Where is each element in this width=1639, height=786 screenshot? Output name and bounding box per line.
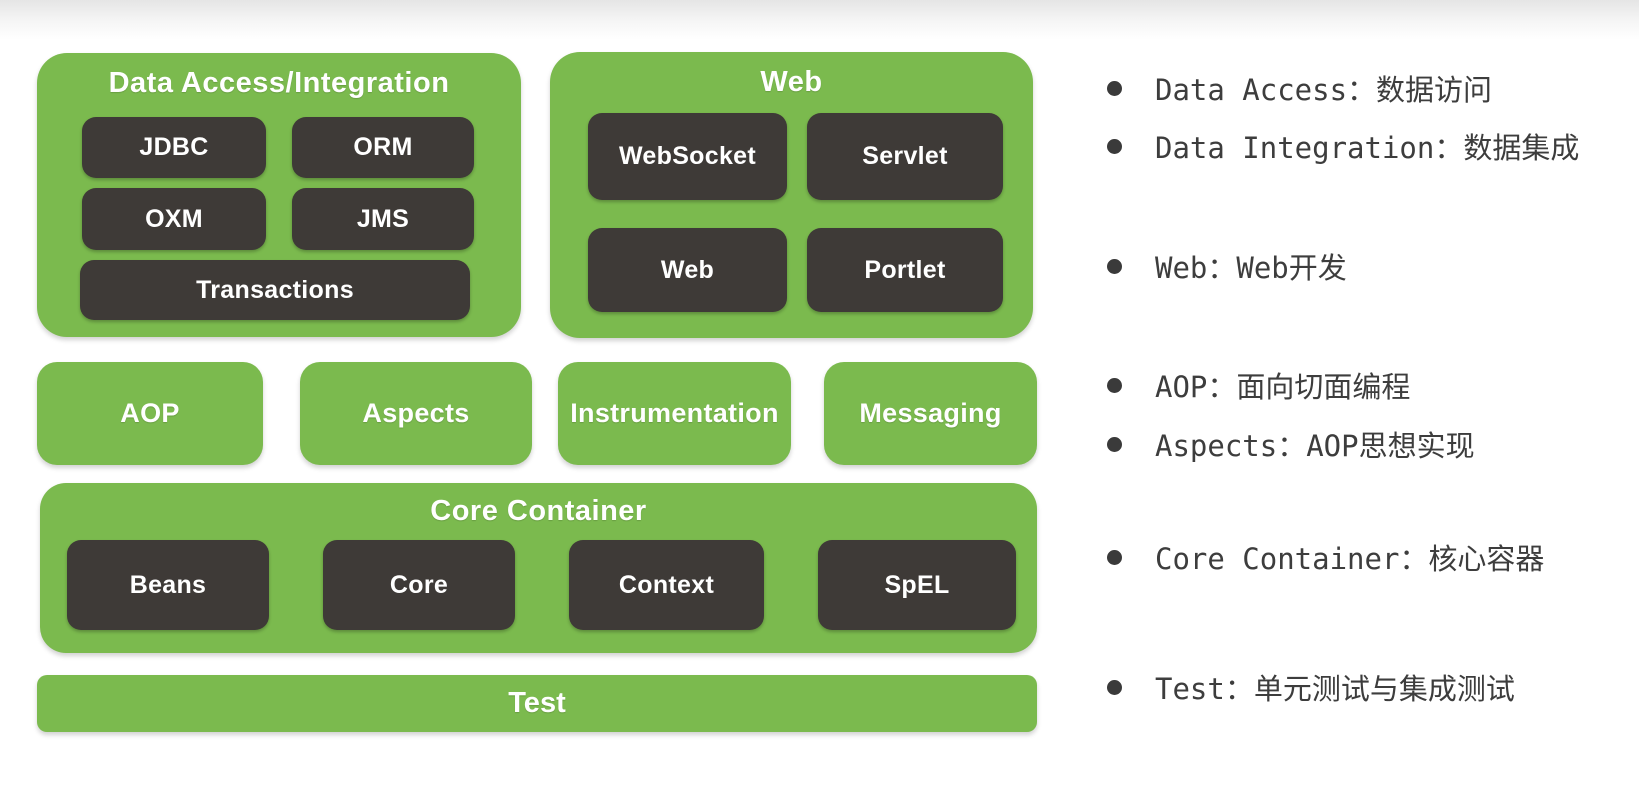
top-gradient-bar [0, 0, 1639, 40]
note-label: Aspects：AOP思想实现 [1155, 429, 1475, 463]
bullet-icon [1107, 80, 1122, 96]
test-bar: Test [37, 675, 1037, 732]
module-core: Core [323, 540, 515, 630]
note-aspects: Aspects：AOP思想实现 [1107, 424, 1475, 464]
note-label: Data Access：数据访问 [1155, 73, 1493, 107]
bullet-icon [1107, 258, 1122, 274]
module-jms: JMS [292, 188, 474, 250]
panel-title-core-container: Core Container [430, 495, 647, 527]
box-messaging: Messaging [824, 362, 1037, 465]
note-label: AOP：面向切面编程 [1155, 370, 1411, 404]
panel-core-container: Core Container Beans Core Context SpEL [40, 483, 1037, 653]
module-websocket: WebSocket [588, 113, 787, 200]
note-web: Web：Web开发 [1107, 246, 1347, 286]
bullet-icon [1107, 138, 1122, 154]
note-label: Data Integration：数据集成 [1155, 131, 1580, 165]
note-core-container: Core Container：核心容器 [1107, 537, 1544, 577]
bullet-icon [1107, 679, 1122, 695]
panel-title-data-access: Data Access/Integration [108, 67, 450, 99]
note-data-access: Data Access：数据访问 [1107, 68, 1492, 108]
note-label: Test：单元测试与集成测试 [1155, 672, 1515, 706]
box-instrumentation: Instrumentation [558, 362, 791, 465]
note-label: Core Container：核心容器 [1155, 542, 1545, 576]
module-oxm: OXM [82, 188, 266, 250]
module-spel: SpEL [818, 540, 1016, 630]
bullet-icon [1107, 436, 1122, 452]
test-bar-label: Test [508, 687, 566, 719]
bullet-icon [1107, 377, 1122, 393]
bullet-icon [1107, 549, 1122, 565]
note-test: Test：单元测试与集成测试 [1107, 667, 1515, 707]
module-transactions: Transactions [80, 260, 470, 320]
box-aspects: Aspects [300, 362, 532, 465]
note-label: Web：Web开发 [1155, 251, 1347, 285]
module-context: Context [569, 540, 764, 630]
module-web: Web [588, 228, 787, 312]
box-aop: AOP [37, 362, 263, 465]
panel-data-access-integration: Data Access/Integration JDBC ORM OXM JMS… [37, 53, 521, 337]
panel-web: Web WebSocket Servlet Web Portlet [550, 52, 1033, 338]
note-aop: AOP：面向切面编程 [1107, 365, 1410, 405]
module-beans: Beans [67, 540, 269, 630]
module-servlet: Servlet [807, 113, 1003, 200]
panel-title-web: Web [760, 66, 823, 98]
module-portlet: Portlet [807, 228, 1003, 312]
module-orm: ORM [292, 117, 474, 178]
note-data-integration: Data Integration：数据集成 [1107, 126, 1579, 166]
module-jdbc: JDBC [82, 117, 266, 178]
